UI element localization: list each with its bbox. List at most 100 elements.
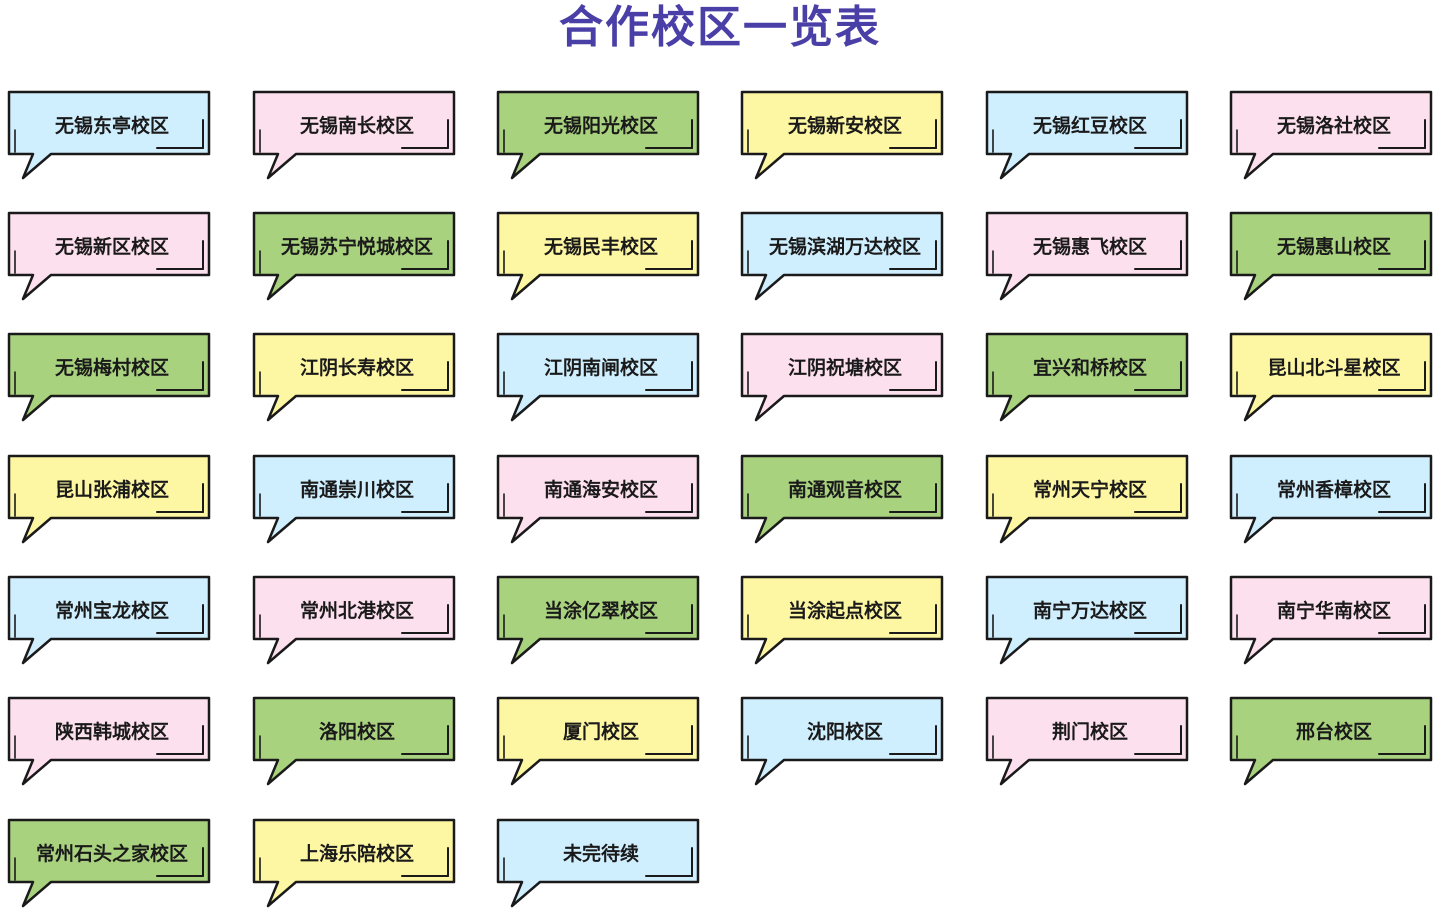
campus-card: 陕西韩城校区 <box>7 696 213 788</box>
campus-card: 厦门校区 <box>496 696 702 788</box>
campus-card: 无锡洛社校区 <box>1229 90 1435 182</box>
campus-name: 厦门校区 <box>562 720 639 743</box>
campus-card: 江阴祝塘校区 <box>740 332 946 424</box>
campus-card: 当涂亿翠校区 <box>496 575 702 667</box>
campus-card: 常州北港校区 <box>252 575 458 667</box>
campus-name: 当涂亿翠校区 <box>543 599 658 622</box>
speech-bubble-shape <box>252 696 456 786</box>
speech-bubble-shape <box>252 454 456 544</box>
speech-bubble-shape <box>740 575 944 665</box>
speech-bubble-shape <box>496 90 700 180</box>
campus-name: 江阴南闸校区 <box>543 356 658 379</box>
campus-card: 江阴长寿校区 <box>252 332 458 424</box>
campus-card: 南宁华南校区 <box>1229 575 1435 667</box>
campus-card: 无锡东亭校区 <box>7 90 213 182</box>
campus-name: 荆门校区 <box>1051 720 1128 743</box>
speech-bubble-shape <box>252 211 456 301</box>
campus-card: 常州石头之家校区 <box>7 818 213 910</box>
speech-bubble-shape <box>740 696 944 786</box>
campus-name: 南通海安校区 <box>543 478 658 501</box>
campus-name: 邢台校区 <box>1295 720 1372 743</box>
campus-name: 无锡惠山校区 <box>1276 235 1391 258</box>
speech-bubble-shape <box>985 575 1189 665</box>
speech-bubble-shape <box>1229 90 1433 180</box>
speech-bubble-shape <box>496 211 700 301</box>
campus-card: 南通观音校区 <box>740 454 946 546</box>
speech-bubble-shape <box>1229 575 1433 665</box>
campus-card: 宜兴和桥校区 <box>985 332 1191 424</box>
speech-bubble-shape <box>740 332 944 422</box>
campus-name: 无锡南长校区 <box>299 114 414 137</box>
campus-card: 昆山张浦校区 <box>7 454 213 546</box>
campus-name: 无锡苏宁悦城校区 <box>280 235 433 258</box>
campus-name: 南宁华南校区 <box>1276 599 1391 622</box>
campus-card: 无锡苏宁悦城校区 <box>252 211 458 303</box>
campus-card: 无锡梅村校区 <box>7 332 213 424</box>
speech-bubble-shape <box>496 575 700 665</box>
campus-card: 未完待续 <box>496 818 702 910</box>
campus-name: 江阴祝塘校区 <box>787 356 902 379</box>
campus-name: 上海乐陪校区 <box>299 842 414 865</box>
speech-bubble-shape <box>985 90 1189 180</box>
campus-name: 无锡梅村校区 <box>54 356 169 379</box>
campus-card: 常州天宁校区 <box>985 454 1191 546</box>
speech-bubble-shape <box>985 211 1189 301</box>
campus-card: 昆山北斗星校区 <box>1229 332 1435 424</box>
campus-name: 常州北港校区 <box>299 599 414 622</box>
speech-bubble-shape <box>740 90 944 180</box>
campus-name: 无锡民丰校区 <box>543 235 658 258</box>
speech-bubble-shape <box>7 90 211 180</box>
campus-name: 无锡新区校区 <box>54 235 169 258</box>
speech-bubble-shape <box>985 332 1189 422</box>
speech-bubble-shape <box>252 332 456 422</box>
speech-bubble-shape <box>252 90 456 180</box>
campus-name: 无锡滨湖万达校区 <box>768 235 921 258</box>
campus-card: 常州香樟校区 <box>1229 454 1435 546</box>
campus-card: 无锡南长校区 <box>252 90 458 182</box>
speech-bubble-shape <box>252 575 456 665</box>
campus-card: 南宁万达校区 <box>985 575 1191 667</box>
speech-bubble-shape <box>1229 332 1433 422</box>
speech-bubble-shape <box>1229 211 1433 301</box>
campus-card: 南通海安校区 <box>496 454 702 546</box>
campus-card: 无锡新安校区 <box>740 90 946 182</box>
campus-card: 当涂起点校区 <box>740 575 946 667</box>
campus-card: 沈阳校区 <box>740 696 946 788</box>
campus-name: 昆山张浦校区 <box>54 478 169 501</box>
campus-name: 常州石头之家校区 <box>35 842 188 865</box>
speech-bubble-shape <box>496 454 700 544</box>
speech-bubble-shape <box>252 818 456 908</box>
campus-name: 未完待续 <box>562 842 639 865</box>
campus-card: 无锡红豆校区 <box>985 90 1191 182</box>
campus-name: 当涂起点校区 <box>787 599 902 622</box>
speech-bubble-shape <box>7 454 211 544</box>
campus-name: 洛阳校区 <box>318 720 395 743</box>
campus-card: 常州宝龙校区 <box>7 575 213 667</box>
campus-name: 南宁万达校区 <box>1032 599 1147 622</box>
campus-name: 常州香樟校区 <box>1276 478 1391 501</box>
campus-name: 无锡东亭校区 <box>54 114 169 137</box>
campus-name: 常州宝龙校区 <box>54 599 169 622</box>
campus-name: 无锡阳光校区 <box>543 114 658 137</box>
campus-card: 南通崇川校区 <box>252 454 458 546</box>
campus-card: 无锡惠飞校区 <box>985 211 1191 303</box>
speech-bubble-shape <box>496 696 700 786</box>
speech-bubble-shape <box>7 211 211 301</box>
speech-bubble-shape <box>740 211 944 301</box>
campus-card: 无锡新区校区 <box>7 211 213 303</box>
campus-name: 无锡红豆校区 <box>1032 114 1147 137</box>
campus-card: 上海乐陪校区 <box>252 818 458 910</box>
speech-bubble-shape <box>7 696 211 786</box>
campus-name: 无锡惠飞校区 <box>1032 235 1147 258</box>
campus-card: 无锡滨湖万达校区 <box>740 211 946 303</box>
campus-name: 南通观音校区 <box>787 478 902 501</box>
speech-bubble-shape <box>7 575 211 665</box>
campus-card: 江阴南闸校区 <box>496 332 702 424</box>
campus-name: 沈阳校区 <box>806 720 883 743</box>
page-title: 合作校区一览表 <box>559 2 881 53</box>
campus-card: 邢台校区 <box>1229 696 1435 788</box>
campus-card: 无锡民丰校区 <box>496 211 702 303</box>
speech-bubble-shape <box>496 818 700 908</box>
speech-bubble-shape <box>985 454 1189 544</box>
